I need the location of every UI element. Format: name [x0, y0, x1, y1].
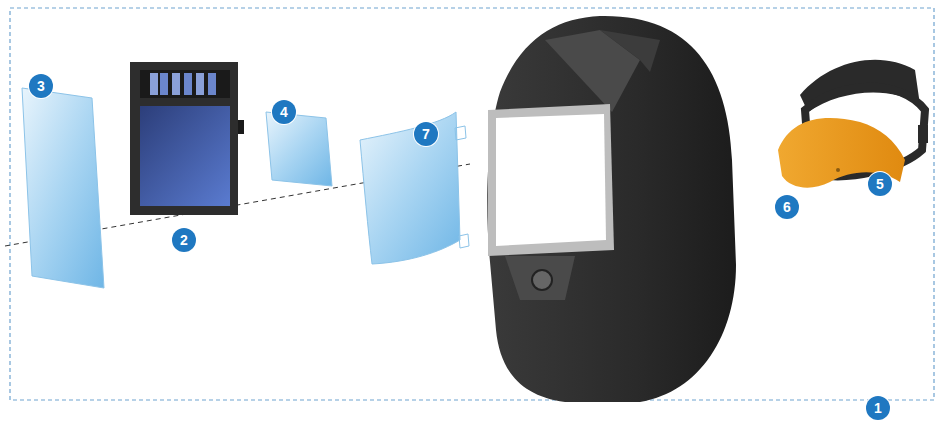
callout-number: 2	[172, 228, 196, 252]
callout-number: 1	[866, 396, 890, 420]
auto-darkening-filter	[130, 62, 244, 215]
outer-cover-plate	[22, 88, 104, 288]
dashed-frame	[10, 8, 934, 400]
inner-cover-lens	[266, 112, 332, 186]
callout-number: 7	[414, 122, 438, 146]
callout-number: 4	[272, 100, 296, 124]
callout-number: 6	[775, 195, 799, 219]
clear-visor	[360, 112, 469, 264]
headband	[778, 60, 928, 188]
helmet-shell	[487, 16, 736, 402]
callout-number: 3	[29, 74, 53, 98]
callout-number: 5	[868, 172, 892, 196]
